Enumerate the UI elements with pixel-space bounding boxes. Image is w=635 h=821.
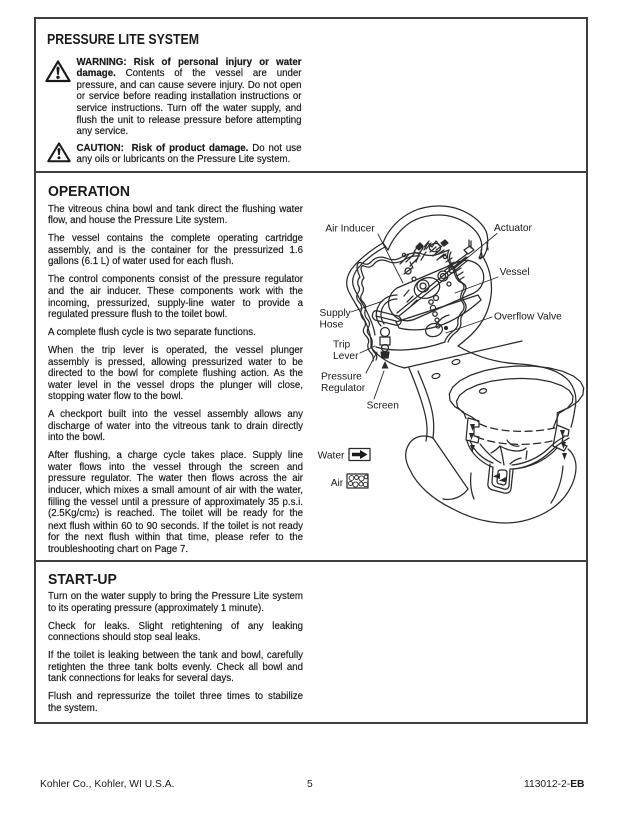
svg-text:Air Inducer: Air Inducer [325, 224, 375, 235]
svg-text:Air: Air [331, 478, 344, 489]
svg-text:Screen: Screen [367, 401, 399, 412]
svg-text:Regulator: Regulator [321, 383, 366, 394]
svg-text:Trip: Trip [333, 340, 351, 351]
svg-text:Pressure: Pressure [321, 372, 362, 383]
svg-text:Supply: Supply [320, 308, 352, 319]
svg-text:Hose: Hose [320, 320, 344, 331]
svg-text:Lever: Lever [333, 351, 359, 362]
svg-text:Vessel: Vessel [500, 267, 530, 278]
svg-text:Actuator: Actuator [494, 223, 533, 234]
svg-text:Overflow Valve: Overflow Valve [494, 312, 562, 323]
svg-text:Water: Water [318, 451, 345, 462]
